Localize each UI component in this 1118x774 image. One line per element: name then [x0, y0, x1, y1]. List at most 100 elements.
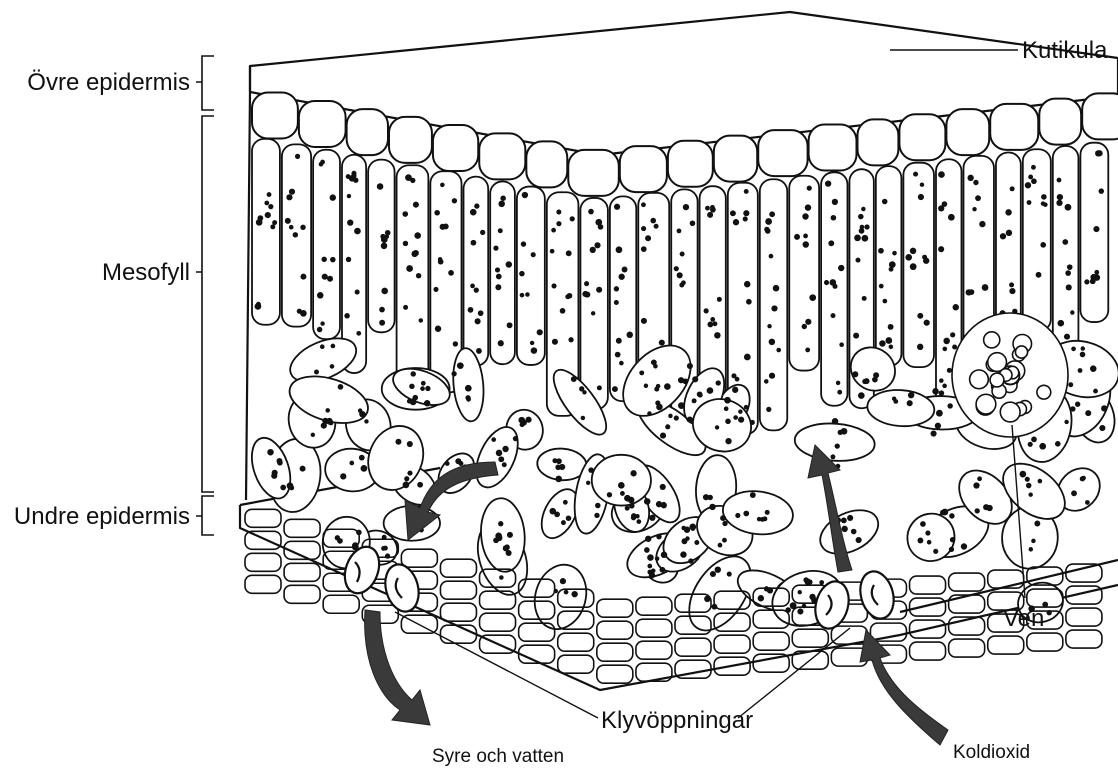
chloroplast [615, 352, 621, 358]
chloroplast [330, 257, 336, 263]
lower-epidermis-cell [597, 665, 633, 683]
chloroplast [519, 271, 525, 277]
chloroplast [677, 228, 682, 233]
spongy-cell [813, 501, 885, 562]
chloroplast [498, 340, 504, 346]
vein-cell [984, 332, 1000, 348]
chloroplast [381, 243, 388, 250]
chloroplast [588, 209, 594, 215]
chloroplast [641, 226, 646, 231]
chloroplast [417, 482, 423, 488]
chloroplast [1090, 365, 1097, 372]
chloroplast [645, 235, 651, 241]
chloroplast [349, 461, 354, 466]
vein-cell [990, 373, 1004, 387]
left-edge [246, 66, 250, 500]
upper-epidermis-cell [389, 117, 432, 163]
upper-epidermis-cell [857, 119, 898, 165]
chloroplast [688, 558, 693, 563]
chloroplast [498, 201, 505, 208]
chloroplast [1070, 406, 1075, 411]
chloroplast [438, 257, 442, 261]
chloroplast [474, 288, 479, 293]
spongy-cell [866, 388, 935, 428]
label-upper-epidermis: Övre epidermis [27, 69, 190, 96]
chloroplast [725, 438, 731, 444]
chloroplast [502, 446, 508, 452]
chloroplast [614, 204, 620, 210]
chloroplast [271, 473, 277, 479]
chloroplast [932, 388, 939, 395]
chloroplast [730, 210, 736, 216]
chloroplast [972, 207, 976, 211]
chloroplast [855, 258, 860, 263]
palisade-cell [313, 150, 340, 339]
upper-epidermis-cell [526, 141, 567, 187]
palisade-cell [903, 163, 934, 367]
chloroplast [346, 174, 351, 179]
chloroplast [832, 418, 839, 425]
vein [952, 313, 1068, 437]
chloroplast [917, 538, 923, 544]
chloroplast [561, 520, 566, 525]
lower-epidermis-cell [597, 621, 633, 639]
lower-epidermis-cell [1066, 564, 1102, 582]
chloroplast [847, 515, 853, 521]
chloroplast [1071, 490, 1077, 496]
lower-epidermis-cell [440, 581, 476, 599]
chloroplast [555, 476, 562, 483]
chloroplast [907, 400, 913, 406]
chloroplast [1068, 382, 1073, 387]
chloroplast [680, 551, 686, 557]
chloroplast [710, 317, 715, 322]
chloroplast [910, 248, 917, 255]
upper-epidermis-cell [433, 125, 478, 171]
chloroplast [743, 511, 749, 517]
chloroplast [659, 567, 665, 573]
chloroplast [656, 534, 661, 539]
upper-epidermis-cell [347, 109, 388, 155]
chloroplast [687, 363, 693, 369]
chloroplast [947, 403, 952, 408]
chloroplast [264, 201, 269, 206]
chloroplast [910, 263, 917, 270]
chloroplast [457, 362, 464, 369]
chloroplast [967, 175, 973, 181]
chloroplast [692, 398, 697, 403]
chloroplast [433, 287, 438, 292]
arrow-oxygen-water [365, 610, 430, 725]
chloroplast [923, 258, 929, 264]
chloroplast [629, 503, 635, 509]
chloroplast [379, 307, 385, 313]
chloroplast [681, 280, 686, 285]
chloroplast [344, 313, 349, 318]
chloroplast [1075, 402, 1080, 407]
chloroplast [690, 220, 696, 226]
chloroplast [705, 206, 710, 211]
chloroplast [838, 265, 844, 271]
chloroplast [860, 225, 865, 230]
chloroplast [595, 503, 601, 509]
chloroplast [644, 384, 648, 388]
chloroplast [750, 492, 756, 498]
palisade-cell [821, 172, 847, 405]
chloroplast [864, 224, 869, 229]
chloroplast [531, 252, 536, 257]
chloroplast [410, 371, 415, 376]
chloroplast [498, 456, 504, 462]
chloroplast [854, 234, 861, 241]
chloroplast [927, 540, 932, 545]
chloroplast [420, 386, 425, 391]
chloroplast [938, 205, 944, 211]
chloroplast [625, 506, 630, 511]
chloroplast [286, 194, 292, 200]
chloroplast [888, 324, 894, 330]
chloroplast [668, 414, 672, 418]
chloroplast [560, 308, 566, 314]
chloroplast [347, 194, 351, 198]
chloroplast [803, 234, 808, 239]
chloroplast [451, 371, 456, 376]
chloroplast [478, 310, 484, 316]
chloroplast [738, 409, 742, 413]
